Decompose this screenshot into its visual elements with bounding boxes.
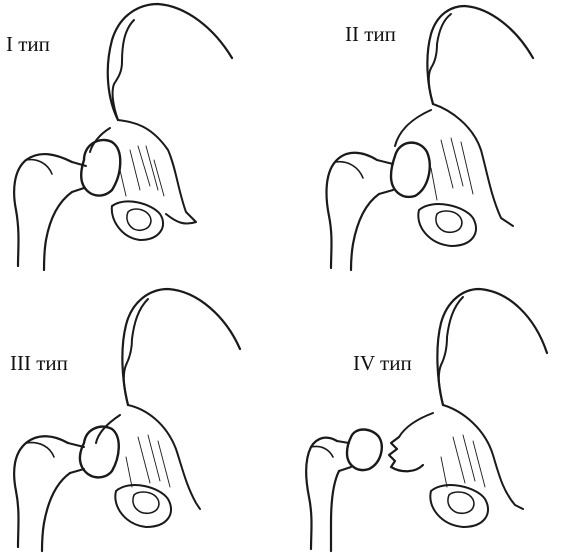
empty-acetabulum xyxy=(389,437,423,471)
pelvis-shading xyxy=(126,435,170,487)
hip-drawing-type-2 xyxy=(281,0,561,276)
ilium-outline xyxy=(122,289,240,405)
panel-type-4: IV тип xyxy=(281,277,561,553)
ilium-inner-edge xyxy=(439,297,463,405)
femur-shaft xyxy=(14,154,72,270)
greater-trochanter xyxy=(311,446,333,457)
hip-drawing-type-3 xyxy=(0,277,280,553)
femoral-head xyxy=(347,430,382,471)
obturator-inner xyxy=(133,492,159,513)
obturator-inner xyxy=(127,209,151,230)
femoral-head xyxy=(81,140,120,196)
ilium-outline xyxy=(437,289,547,405)
femur-shaft xyxy=(306,438,339,551)
obturator-inner xyxy=(448,492,474,513)
ilium-inner-edge xyxy=(429,14,451,104)
femoral-head xyxy=(391,143,430,197)
hip-drawing-type-1 xyxy=(0,0,280,276)
greater-trochanter xyxy=(26,443,54,457)
obturator-foramen xyxy=(112,201,163,240)
femur-shaft xyxy=(327,153,379,270)
femoral-neck xyxy=(72,162,86,192)
greater-trochanter xyxy=(26,160,52,174)
ilium-outline xyxy=(108,4,232,120)
panel-type-1: I тип xyxy=(0,0,280,276)
panel-type-2: II тип xyxy=(281,0,561,276)
pelvis-shading xyxy=(120,146,164,196)
greater-trochanter xyxy=(335,162,363,178)
hip-drawing-type-4 xyxy=(281,277,561,553)
pelvis-body xyxy=(90,120,196,224)
pelvis-shading xyxy=(441,435,485,487)
pelvis-body xyxy=(96,405,200,509)
obturator-inner xyxy=(436,211,462,232)
femur-shaft xyxy=(14,436,70,551)
pelvis-body xyxy=(399,405,523,509)
pelvis-body xyxy=(395,104,513,226)
panel-type-3: III тип xyxy=(0,277,280,553)
ilium-outline xyxy=(427,6,533,104)
pelvis-shading xyxy=(431,138,473,200)
ilium-inner-edge xyxy=(124,299,148,405)
ilium-inner-edge xyxy=(113,20,134,120)
